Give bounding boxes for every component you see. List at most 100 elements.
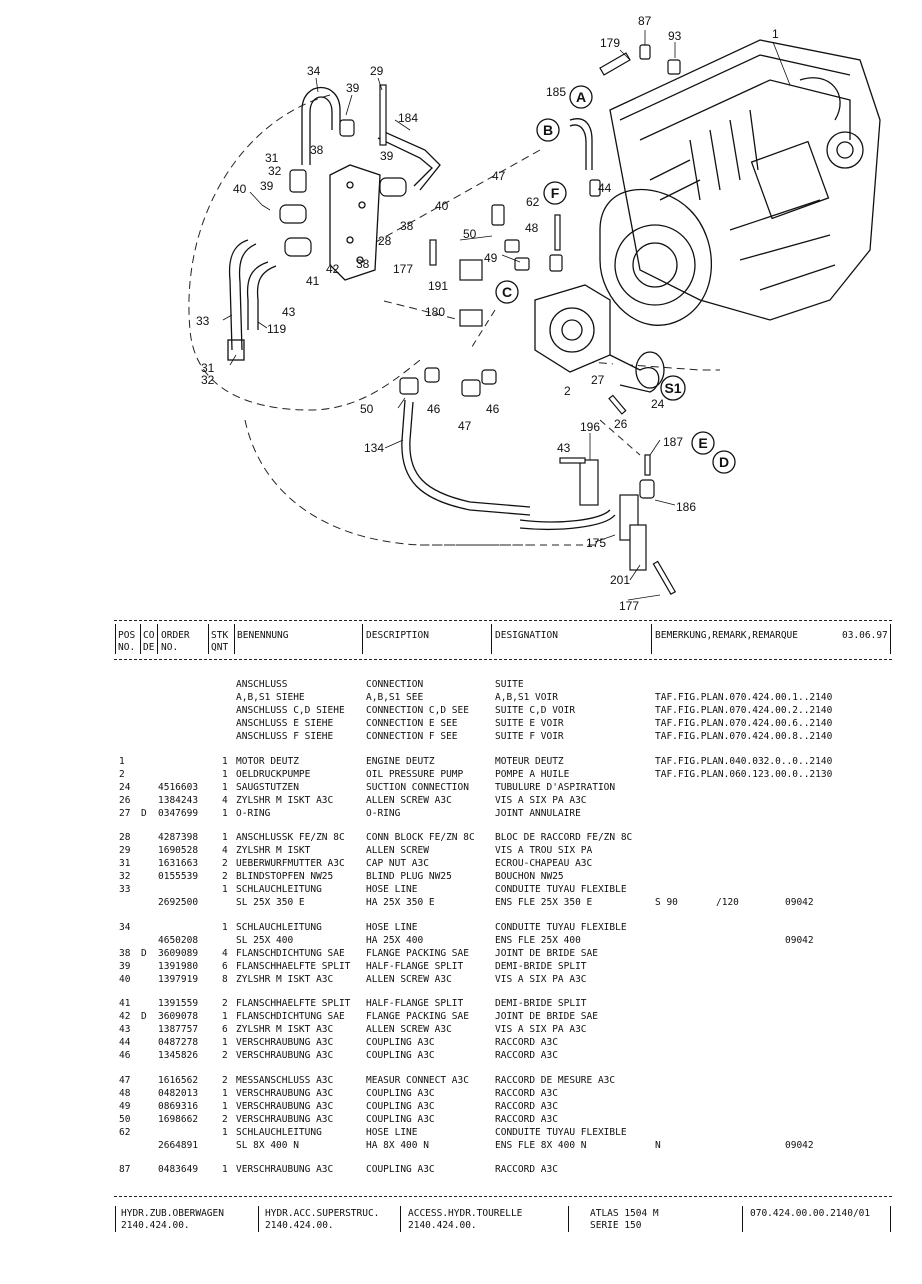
row-benennung: OELDRUCKPUMPE bbox=[236, 769, 311, 780]
callout: 50 bbox=[463, 227, 477, 241]
callout: 31 bbox=[265, 151, 279, 165]
row-benennung: ZYLSHR M ISKT A3C bbox=[236, 1024, 334, 1035]
row-benennung: UEBERWURFMUTTER A3C bbox=[236, 858, 345, 869]
row-description: CONNECTION bbox=[366, 679, 424, 690]
row-designation: ENS FLE 25X 400 bbox=[495, 935, 581, 946]
row-qty: 4 bbox=[222, 948, 228, 959]
row-designation: CONDUITE TUYAU FLEXIBLE bbox=[495, 884, 627, 895]
row-description: O-RING bbox=[366, 808, 401, 819]
row-description: COUPLING A3C bbox=[366, 1050, 435, 1061]
row-benennung: ANSCHLUSS F SIEHE bbox=[236, 731, 334, 742]
row-order: 3609089 bbox=[158, 948, 199, 959]
row-pos: 43 bbox=[119, 1024, 131, 1035]
row-description: ALLEN SCREW A3C bbox=[366, 1024, 452, 1035]
row-pos: 46 bbox=[119, 1050, 131, 1061]
row-qty: 1 bbox=[222, 1101, 228, 1112]
callout: 201 bbox=[610, 573, 630, 587]
row-description: CONNECTION C,D SEE bbox=[366, 705, 469, 716]
callout: 39 bbox=[346, 81, 360, 95]
row-description: COUPLING A3C bbox=[366, 1088, 435, 1099]
footer-group-fr: ACCESS.HYDR.TOURELLE bbox=[408, 1208, 523, 1219]
row-description: CONN BLOCK FE/ZN 8C bbox=[366, 832, 475, 843]
footer-rule bbox=[568, 1206, 569, 1232]
row-benennung: SCHLAUCHLEITUNG bbox=[236, 884, 322, 895]
hose-33 bbox=[227, 239, 257, 361]
row-designation: VIS A SIX PA A3C bbox=[495, 1024, 587, 1035]
engine-deutz bbox=[599, 39, 881, 326]
row-designation: RACCORD A3C bbox=[495, 1088, 558, 1099]
row-designation: POMPE A HUILE bbox=[495, 769, 570, 780]
row-qty: 4 bbox=[222, 795, 228, 806]
row-description: MEASUR CONNECT A3C bbox=[366, 1075, 469, 1086]
row-order: 4516603 bbox=[158, 782, 199, 793]
row-pos: 48 bbox=[119, 1088, 131, 1099]
col-order: ORDER bbox=[161, 630, 190, 641]
row-order: 1698662 bbox=[158, 1114, 199, 1125]
callout: 24 bbox=[651, 397, 665, 411]
row-designation: JOINT ANNULAIRE bbox=[495, 808, 581, 819]
callout: 1 bbox=[772, 27, 779, 41]
row-designation: ECROU-CHAPEAU A3C bbox=[495, 858, 593, 869]
row-remark-1: N bbox=[655, 1140, 661, 1151]
row-qty: 1 bbox=[222, 1037, 228, 1048]
row-pos: 87 bbox=[119, 1164, 131, 1175]
row-order: 4650208 bbox=[158, 935, 199, 946]
row-benennung: SL 25X 400 bbox=[236, 935, 294, 946]
row-description: COUPLING A3C bbox=[366, 1164, 435, 1175]
footer-page-code: 070.424.00.00.2140/01 bbox=[750, 1208, 871, 1219]
header-rule bbox=[208, 624, 209, 654]
hose-119 bbox=[246, 261, 277, 330]
callout: 119 bbox=[267, 322, 286, 336]
callout: 27 bbox=[591, 373, 605, 387]
callout: 38 bbox=[400, 219, 414, 233]
row-benennung: FLANSCHDICHTUNG SAE bbox=[236, 1011, 345, 1022]
hose-184 bbox=[377, 129, 441, 191]
row-designation: ENS FLE 8X 400 N bbox=[495, 1140, 587, 1151]
dash-line-lower bbox=[244, 419, 530, 546]
row-designation: SUITE C,D VOIR bbox=[495, 705, 576, 716]
callout: 39 bbox=[260, 179, 274, 193]
circle-label-S1: S1 bbox=[664, 380, 681, 396]
row-qty: 2 bbox=[222, 858, 228, 869]
row-designation: CONDUITE TUYAU FLEXIBLE bbox=[495, 922, 627, 933]
oil-pressure-pump bbox=[534, 284, 665, 393]
circle-label-C: C bbox=[502, 284, 512, 300]
row-benennung: ANSCHLUSS bbox=[236, 679, 288, 690]
row-remark-1: S 90 bbox=[655, 897, 678, 908]
row-qty: 6 bbox=[222, 1024, 228, 1035]
header-rule bbox=[234, 624, 235, 654]
row-remark-3: 09042 bbox=[785, 1140, 814, 1151]
row-qty: 1 bbox=[222, 1164, 228, 1175]
callout: 87 bbox=[638, 14, 652, 28]
callout: 42 bbox=[326, 262, 340, 276]
row-benennung: ZYLSHR M ISKT A3C bbox=[236, 974, 334, 985]
hose-34 bbox=[301, 86, 341, 165]
row-designation: VIS A SIX PA A3C bbox=[495, 795, 587, 806]
row-description: ENGINE DEUTZ bbox=[366, 756, 435, 767]
row-description: HA 25X 400 bbox=[366, 935, 424, 946]
circle-label-E: E bbox=[698, 435, 707, 451]
row-pos: 32 bbox=[119, 871, 131, 882]
row-co: D bbox=[141, 948, 147, 959]
callout: 49 bbox=[484, 251, 498, 265]
row-description: FLANGE PACKING SAE bbox=[366, 1011, 469, 1022]
footer-rule bbox=[115, 1206, 116, 1232]
callout: 26 bbox=[614, 417, 628, 431]
row-designation: RACCORD A3C bbox=[495, 1037, 558, 1048]
row-benennung: A,B,S1 SIEHE bbox=[236, 692, 305, 703]
row-designation: JOINT DE BRIDE SAE bbox=[495, 1011, 598, 1022]
footer-rule bbox=[742, 1206, 743, 1232]
callout: 47 bbox=[492, 169, 506, 183]
row-order: 1631663 bbox=[158, 858, 199, 869]
diagram-svg: A B F C S1 E D 87 179 93 1 34 29 39 184 … bbox=[188, 14, 881, 613]
row-designation: MOTEUR DEUTZ bbox=[495, 756, 564, 767]
row-order: 1690528 bbox=[158, 845, 199, 856]
row-remark: TAF.FIG.PLAN.070.424.00.8..2140 bbox=[655, 731, 833, 742]
col-benennung: BENENNUNG bbox=[237, 630, 289, 641]
row-benennung: SAUGSTUTZEN bbox=[236, 782, 299, 793]
callout: 38 bbox=[356, 257, 370, 271]
callout: 43 bbox=[282, 305, 296, 319]
footer-group-en-no: 2140.424.00. bbox=[265, 1220, 334, 1231]
header-top-rule bbox=[114, 620, 892, 621]
callout: 40 bbox=[233, 182, 247, 196]
